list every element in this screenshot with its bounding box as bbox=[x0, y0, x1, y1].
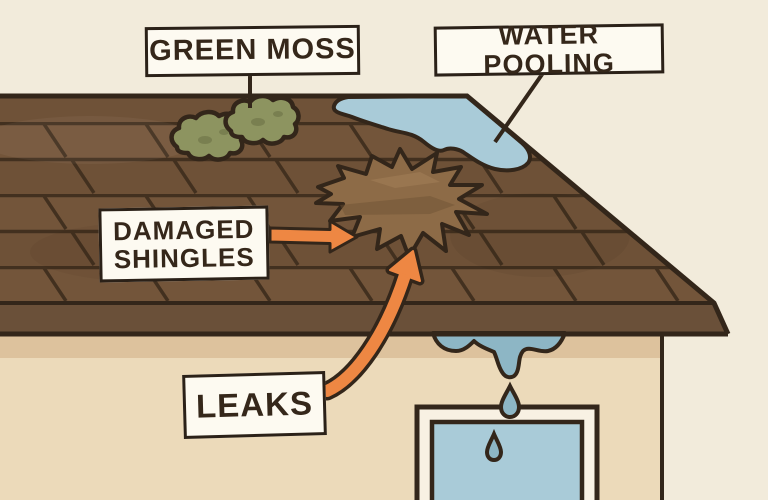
falling-water-droplet bbox=[498, 381, 522, 420]
damage-jagged-shape bbox=[314, 147, 489, 259]
water-pooling-label: WATER POOLING bbox=[433, 19, 665, 80]
window bbox=[414, 404, 600, 500]
moss-clump-right bbox=[223, 93, 301, 146]
roof-shading-blotch bbox=[450, 193, 630, 277]
damaged-shingle-patch bbox=[314, 147, 489, 259]
green-moss-label-text: GREEN MOSS bbox=[149, 33, 356, 68]
damaged-shingles-label-line2: SHINGLES bbox=[113, 241, 255, 275]
moss-speckle bbox=[219, 129, 229, 135]
damaged-shingles-label: DAMAGED SHINGLES bbox=[98, 205, 270, 283]
green-moss-clumps bbox=[169, 93, 301, 162]
leaks-arrow bbox=[317, 246, 425, 401]
moss-speckle bbox=[273, 111, 283, 117]
eave-drip-blob bbox=[431, 331, 567, 380]
water-pooling-connector-line bbox=[493, 71, 545, 144]
damage-light-streak bbox=[370, 172, 440, 188]
leaks-label: LEAKS bbox=[182, 371, 327, 439]
water-pooling-label-text: WATER POOLING bbox=[483, 19, 616, 80]
leaks-arrowhead bbox=[389, 250, 421, 282]
leaks-arrow-shaft bbox=[321, 269, 411, 397]
damage-dark-streak bbox=[340, 196, 455, 215]
leak-drips bbox=[0, 331, 728, 380]
fascia-board bbox=[0, 303, 728, 334]
roof-ridge-and-rake-edge bbox=[0, 93, 731, 336]
window-glass bbox=[429, 419, 585, 500]
moss-speckle bbox=[251, 118, 265, 126]
roof-outline bbox=[0, 93, 731, 336]
window-water-droplet bbox=[484, 428, 504, 463]
moss-speckle bbox=[198, 136, 212, 144]
roof-highlight-blotch bbox=[0, 116, 200, 164]
green-moss-label: GREEN MOSS bbox=[144, 24, 361, 78]
damaged-shingles-arrow bbox=[268, 219, 359, 254]
damaged-shingles-label-line1: DAMAGED bbox=[112, 213, 255, 247]
leaks-label-text: LEAKS bbox=[195, 384, 314, 425]
